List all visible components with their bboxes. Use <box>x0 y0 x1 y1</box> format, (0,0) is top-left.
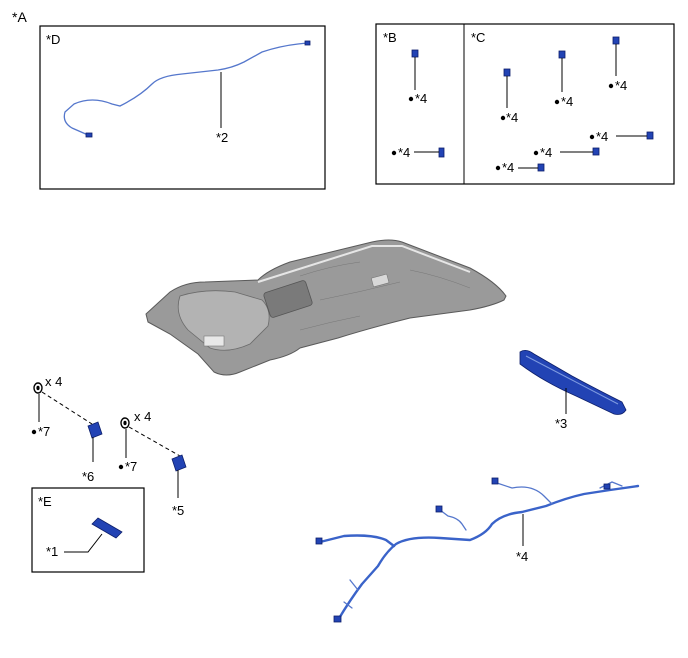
label-4: *4 <box>506 110 518 125</box>
clip-C2: *4 <box>554 50 573 109</box>
part-3-body <box>519 350 627 415</box>
dot <box>608 83 614 89</box>
part-3-highlight <box>525 355 619 405</box>
clip-B2: *4 <box>391 145 445 160</box>
wire-end-clip-right <box>304 40 311 46</box>
headliner-dome <box>177 290 270 351</box>
connector-icon <box>435 505 443 513</box>
clip-ring-icon <box>33 382 43 394</box>
clip-icon <box>612 36 620 45</box>
light-opening <box>370 273 390 288</box>
clip-icon <box>503 68 511 77</box>
label-B: *B <box>383 30 397 45</box>
label-4: *4 <box>398 145 410 160</box>
harness-mid-branch <box>439 509 467 531</box>
label-4: *4 <box>561 94 573 109</box>
harness-lower-branch <box>343 579 359 609</box>
label-7b: *7 <box>125 459 137 474</box>
label-E: *E <box>38 494 52 509</box>
box-B-C: *B *C *4 *4 *4 *4 <box>375 23 675 185</box>
label-4: *4 <box>596 129 608 144</box>
clip-B1: *4 <box>408 49 427 106</box>
clip-C1: *4 <box>500 68 518 125</box>
clip-ring-center <box>36 385 40 391</box>
clip-icon <box>411 49 419 58</box>
label-5: *5 <box>172 503 184 518</box>
label-4-harness: *4 <box>516 549 528 564</box>
clip-C3: *4 <box>608 36 627 93</box>
box-E: *E *1 <box>31 487 145 573</box>
label-4: *4 <box>502 160 514 175</box>
harness-left-branch <box>318 534 396 548</box>
harness-upper-branch <box>493 481 553 505</box>
clip-C6: *4 <box>495 160 545 175</box>
connector-icon <box>491 477 499 485</box>
dot <box>495 165 501 171</box>
dot <box>500 115 506 121</box>
label-7a: *7 <box>38 424 50 439</box>
leader-1 <box>64 533 103 553</box>
clip-ring-icon <box>120 417 130 429</box>
dot <box>554 99 560 105</box>
clip-ring-center <box>123 420 127 426</box>
box-BC-frame <box>375 23 675 185</box>
roof-wire-harness: *4 <box>315 477 640 623</box>
label-4: *4 <box>415 91 427 106</box>
label-qty-1: x 4 <box>45 374 62 389</box>
dot <box>408 96 414 102</box>
clip-icon <box>646 131 654 140</box>
clip-C4: *4 <box>589 129 654 144</box>
connector-icon <box>333 615 342 623</box>
label-4: *4 <box>615 78 627 93</box>
label-1: *1 <box>46 544 58 559</box>
part-6-icon <box>87 421 103 439</box>
label-6: *6 <box>82 469 94 484</box>
part-5-icon <box>171 454 187 472</box>
part-3: *3 <box>519 350 627 431</box>
dot <box>589 134 595 140</box>
label-qty-2: x 4 <box>134 409 151 424</box>
clip-icon <box>558 50 566 59</box>
box-E-frame <box>31 487 145 573</box>
headliner-front-edge <box>257 245 471 283</box>
dashed-leader-6 <box>41 391 93 425</box>
connector-icon <box>315 537 323 545</box>
sunroof-drain-wire <box>63 42 308 136</box>
label-A: *A <box>12 9 27 25</box>
headliner-texture <box>299 261 471 331</box>
label-4: *4 <box>540 145 552 160</box>
connector-icon <box>603 483 611 490</box>
wire-end-clip-left <box>85 132 93 138</box>
label-D: *D <box>46 32 60 47</box>
dot <box>391 150 397 156</box>
clip-group-5: x 4 *7 *5 <box>118 409 187 518</box>
label-C: *C <box>471 30 485 45</box>
label-2: *2 <box>216 130 228 145</box>
clip-group-6: x 4 *7 *6 <box>31 374 103 484</box>
clip-icon <box>438 147 445 158</box>
dashed-leader-5 <box>128 426 181 457</box>
harness-right-branch <box>599 481 623 489</box>
box-D-frame <box>39 25 326 190</box>
console-opening <box>263 280 313 318</box>
dot <box>31 429 37 435</box>
harness-main <box>336 484 640 622</box>
sunvisor-recess <box>203 335 225 347</box>
roof-headliner <box>145 239 507 376</box>
box-D: *D *2 <box>39 25 326 190</box>
clip-C5: *4 <box>533 145 600 160</box>
dot <box>118 464 124 470</box>
part-1-icon <box>91 517 123 539</box>
clip-icon <box>537 163 545 172</box>
label-3: *3 <box>555 416 567 431</box>
dot <box>533 150 539 156</box>
clip-icon <box>592 147 600 156</box>
